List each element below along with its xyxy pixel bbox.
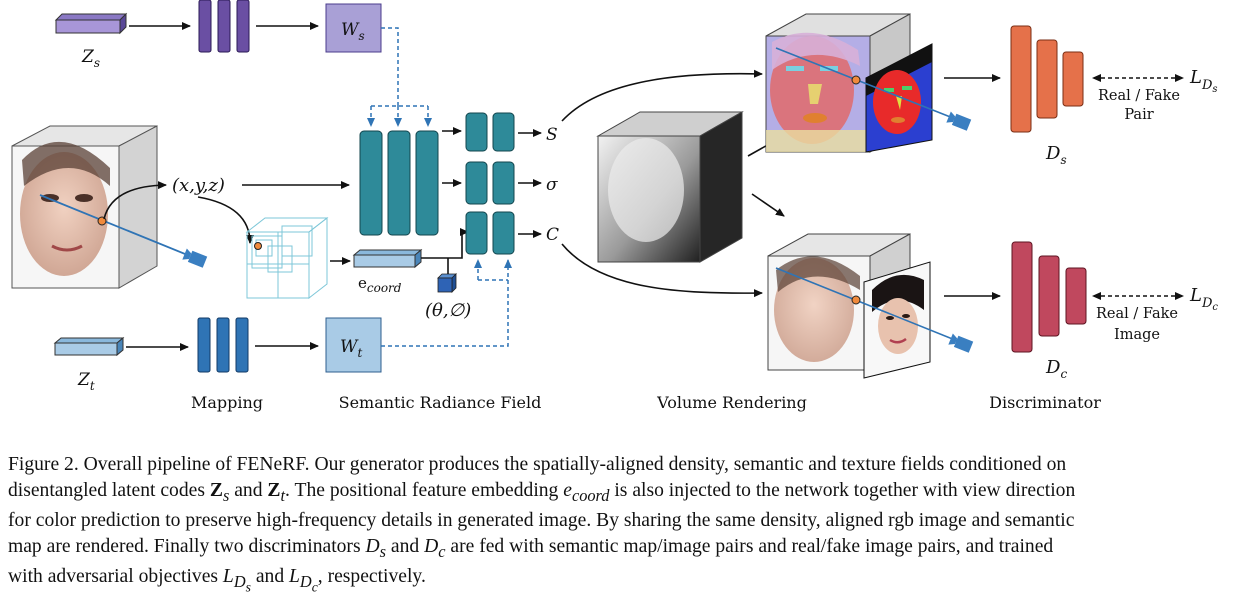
ds-label: Ds: [1045, 143, 1067, 167]
srf-color-head: [465, 211, 515, 255]
wt-label: Wt: [340, 337, 362, 360]
rgb-ray: [775, 267, 961, 343]
zs-latent-bar: [54, 12, 128, 35]
discriminator-ds: [1010, 25, 1084, 133]
arrow-c-to-rgb-render: [561, 243, 763, 298]
feature-grid-cube: [245, 216, 329, 300]
ws-label: Ws: [341, 20, 365, 43]
rgb-render-image: [863, 261, 931, 379]
input-face-image: [20, 152, 108, 276]
camera-icon-top: [946, 111, 972, 131]
ws-dashed-connector: [371, 27, 428, 107]
stage-srf: Semantic Radiance Field: [339, 393, 542, 412]
view-direction-cube: [437, 273, 457, 293]
caption-line-1: Figure 2. Overall pipeline of FENeRF. Ou…: [8, 454, 1067, 475]
stage-mapping: Mapping: [191, 393, 263, 412]
ecoord-connector: [421, 232, 463, 259]
ecoord-bar: [352, 248, 423, 269]
pair-label-line1: Real / Fake: [1098, 88, 1180, 104]
semantic-ray: [775, 47, 959, 121]
srf-density-head: [465, 161, 515, 205]
stage-volume: Volume Rendering: [656, 393, 807, 412]
image-label-line2: Image: [1114, 327, 1160, 343]
ecoord-label: ecoord: [358, 274, 402, 295]
figure-caption: Figure 2. Overall pipeline of FENeRF. Ou…: [8, 452, 1246, 600]
ldc-label: LDc: [1189, 285, 1218, 313]
camera-icon-left: [182, 248, 208, 268]
semantic-map-image: [865, 43, 933, 153]
caption-line-5: with adversarial objectives LDs and LDc,…: [8, 566, 426, 595]
srf-semantic-head: [465, 112, 515, 152]
sample-point-grid: [254, 242, 262, 250]
arrow-volume-to-rgb: [751, 193, 785, 217]
arrow-s-to-semantic-render: [561, 69, 763, 122]
arrow-xyz-to-grid: [197, 196, 254, 244]
camera-icon-bottom: [948, 333, 974, 353]
zt-latent-bar: [53, 336, 125, 357]
input-face-cube: [11, 125, 158, 289]
sample-point-semantic: [851, 75, 861, 85]
caption-line-3: for color prediction to preserve high-fr…: [8, 510, 1075, 532]
caption-line-4: map are rendered. Finally two discrimina…: [8, 535, 1054, 561]
zs-label: Zs: [81, 47, 100, 70]
mapping-network-top: [198, 0, 250, 53]
wt-box: [325, 317, 382, 373]
srf-main-network: [359, 130, 439, 236]
stage-discriminator: Discriminator: [989, 393, 1101, 412]
lds-label: LDs: [1189, 67, 1218, 95]
zt-label: Zt: [77, 370, 95, 393]
caption-line-2: disentangled latent codes Zs and Zt. The…: [8, 479, 1076, 505]
pair-label-line2: Pair: [1124, 107, 1153, 123]
dc-label: Dc: [1045, 357, 1067, 381]
theta-phi-label: (θ,∅): [425, 300, 471, 321]
arrow-point-to-xyz: [103, 181, 167, 220]
discriminator-dc: [1011, 241, 1087, 353]
density-volume-cube: [596, 111, 744, 263]
mapping-network-bottom: [197, 317, 249, 373]
ws-box: [325, 3, 382, 53]
xyz-label: (x,y,z): [172, 175, 225, 196]
wt-dashed-connector: [381, 262, 509, 347]
output-s-label: S: [546, 125, 558, 145]
image-label-line1: Real / Fake: [1096, 306, 1178, 322]
output-sigma-label: σ: [546, 175, 558, 195]
input-ray: [39, 194, 191, 257]
pipeline-diagram: Zs Ws (x,y,z): [11, 0, 1218, 412]
output-c-label: C: [546, 225, 559, 245]
sample-point-rgb: [851, 295, 861, 305]
